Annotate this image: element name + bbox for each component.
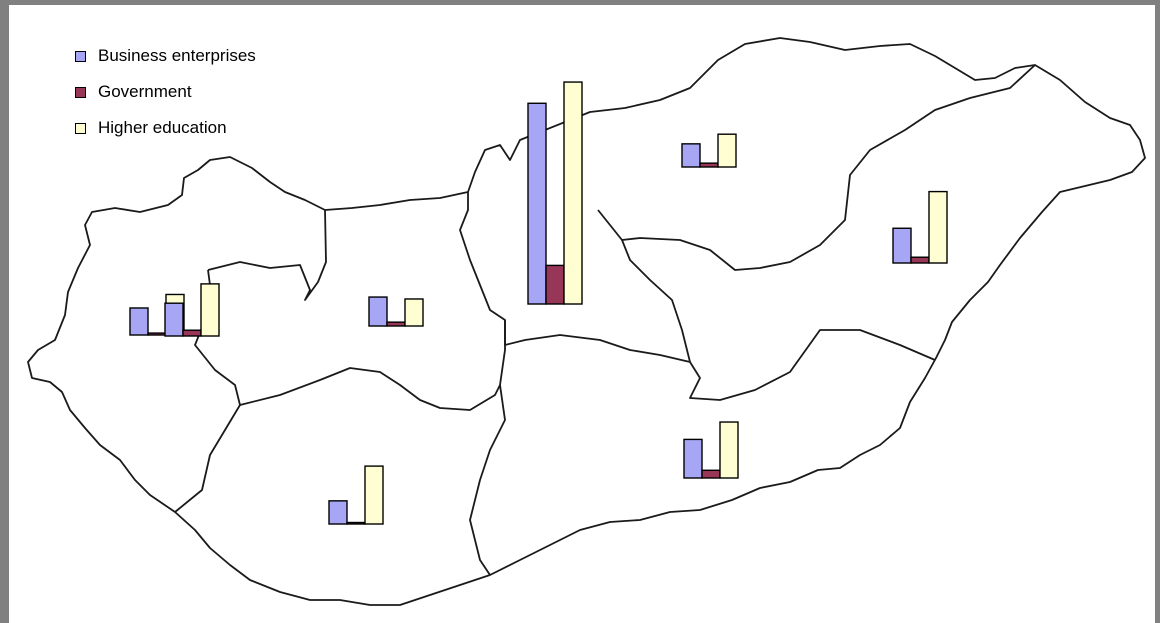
bar-6-higher-education xyxy=(717,133,737,168)
bar-5-government xyxy=(545,264,565,305)
bar-6-business-enterprises xyxy=(681,143,701,168)
bar-group-6 xyxy=(681,133,737,168)
bar-group-8 xyxy=(683,421,739,479)
legend-item-business: Business enterprises xyxy=(75,47,256,65)
bar-group-5 xyxy=(527,81,583,305)
region-border-3 xyxy=(239,320,506,411)
bar-group-3 xyxy=(368,296,424,327)
bar-6-government xyxy=(699,162,719,168)
legend-item-government: Government xyxy=(75,83,256,101)
bar-7-higher-education xyxy=(928,190,948,264)
region-border-7 xyxy=(621,239,691,363)
legend-label-government: Government xyxy=(98,82,192,101)
legend-label-business: Business enterprises xyxy=(98,46,256,65)
bar-2-business-enterprises xyxy=(164,302,184,337)
bar-8-business-enterprises xyxy=(683,438,703,479)
bar-groups xyxy=(129,81,948,525)
bar-4-higher-education xyxy=(364,465,384,525)
bar-2-government xyxy=(182,329,202,337)
legend-item-higher-education: Higher education xyxy=(75,119,256,137)
bar-3-government xyxy=(386,321,406,327)
bar-5-business-enterprises xyxy=(527,102,547,305)
bar-7-business-enterprises xyxy=(892,227,912,264)
bar-3-business-enterprises xyxy=(368,296,388,327)
bar-1-business-enterprises xyxy=(129,307,149,336)
bar-group-2 xyxy=(164,283,220,337)
bar-8-government xyxy=(701,469,721,479)
region-border-4 xyxy=(459,192,936,401)
region-border-1 xyxy=(207,209,327,301)
bar-4-business-enterprises xyxy=(328,500,348,525)
bar-5-higher-education xyxy=(563,81,583,305)
bar-4-government xyxy=(346,521,366,525)
legend-swatch-business xyxy=(75,50,86,62)
bar-3-higher-education xyxy=(404,298,424,327)
legend-label-higher-education: Higher education xyxy=(98,118,227,137)
legend: Business enterprises Government Higher e… xyxy=(75,47,256,155)
legend-swatch-higher-education xyxy=(75,122,86,134)
map-outline xyxy=(27,37,1146,606)
region-border-5 xyxy=(469,384,506,576)
bar-7-government xyxy=(910,256,930,264)
bar-group-4 xyxy=(328,465,384,525)
region-outline-country xyxy=(27,37,1146,606)
region-border-6 xyxy=(597,64,1036,271)
bar-1-government xyxy=(147,332,167,336)
bar-group-7 xyxy=(892,190,948,264)
bar-2-higher-education xyxy=(200,283,220,337)
bar-8-higher-education xyxy=(719,421,739,479)
legend-swatch-government xyxy=(75,86,86,98)
